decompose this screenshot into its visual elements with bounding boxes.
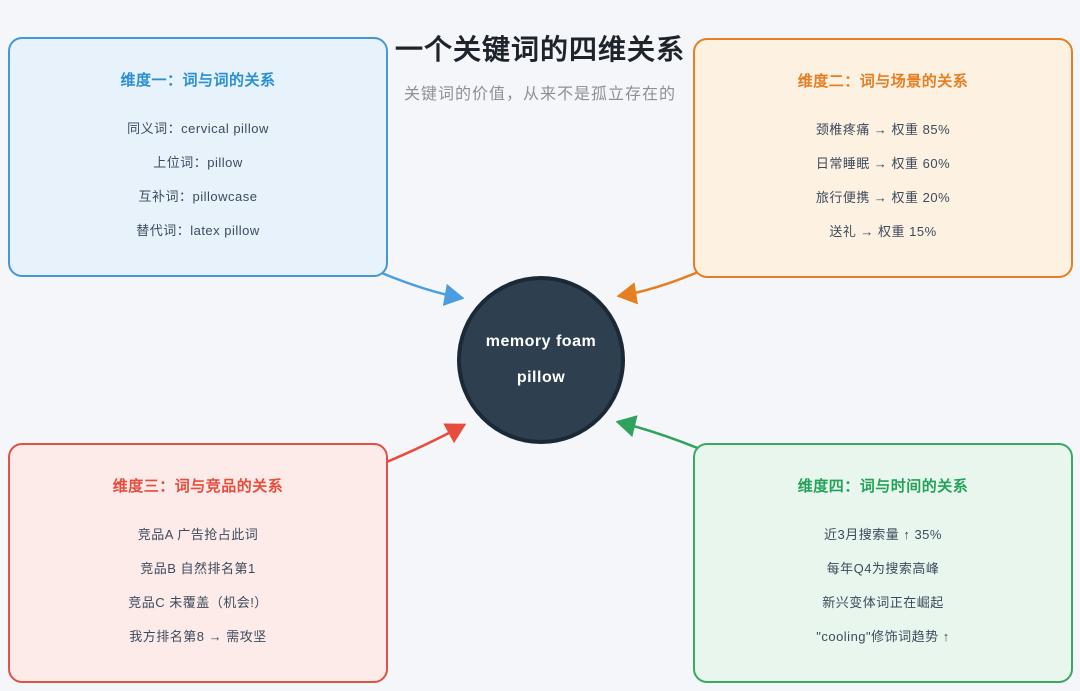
box-item: 日常睡眠 → 权重 60%: [815, 156, 951, 171]
box-item: 竞品A 广告抢占此词: [137, 527, 259, 542]
dimension-4-title: 维度四：词与时间的关系: [797, 478, 969, 495]
box-item: 替代词：latex pillow: [136, 223, 260, 238]
dimension-3-title: 维度三：词与竞品的关系: [112, 478, 284, 495]
center-keyword-node: memory foam pillow: [457, 276, 625, 444]
box-item: 颈椎疼痛 → 权重 85%: [815, 122, 951, 137]
box-item: 我方排名第8 → 需攻坚: [129, 629, 267, 644]
box-item: 新兴变体词正在崛起: [822, 595, 944, 610]
box-item: 互补词：pillowcase: [138, 189, 258, 204]
center-keyword-line2: pillow: [516, 369, 566, 386]
box-item: "cooling"修饰词趋势 ↑: [816, 629, 950, 644]
dimension-box-1: 维度一：词与词的关系 同义词：cervical pillow 上位词：pillo…: [8, 37, 388, 277]
dimension-box-3: 维度三：词与竞品的关系 竞品A 广告抢占此词 竞品B 自然排名第1 竞品C 未覆…: [8, 443, 388, 683]
box-item: 同义词：cervical pillow: [127, 121, 269, 136]
box-item: 上位词：pillow: [153, 155, 243, 170]
dimension-3-items: 竞品A 广告抢占此词 竞品B 自然排名第1 竞品C 未覆盖（机会!） 我方排名第…: [10, 525, 386, 646]
box-item: 旅行便携 → 权重 20%: [815, 190, 951, 205]
box-item: 每年Q4为搜索高峰: [826, 561, 940, 576]
dimension-1-title: 维度一：词与词的关系: [120, 72, 276, 89]
center-keyword-line1: memory foam: [485, 333, 597, 350]
dimension-box-2: 维度二：词与场景的关系 颈椎疼痛 → 权重 85% 日常睡眠 → 权重 60% …: [693, 38, 1073, 278]
dimension-1-items: 同义词：cervical pillow 上位词：pillow 互补词：pillo…: [10, 119, 386, 240]
dimension-2-title: 维度二：词与场景的关系: [797, 73, 969, 90]
box-item: 竞品C 未覆盖（机会!）: [128, 595, 268, 610]
dimension-4-items: 近3月搜索量 ↑ 35% 每年Q4为搜索高峰 新兴变体词正在崛起 "coolin…: [695, 525, 1071, 646]
box-item: 竞品B 自然排名第1: [140, 561, 256, 576]
dimension-2-items: 颈椎疼痛 → 权重 85% 日常睡眠 → 权重 60% 旅行便携 → 权重 20…: [695, 120, 1071, 241]
dimension-box-4: 维度四：词与时间的关系 近3月搜索量 ↑ 35% 每年Q4为搜索高峰 新兴变体词…: [693, 443, 1073, 683]
box-item: 送礼 → 权重 15%: [829, 224, 937, 239]
box-item: 近3月搜索量 ↑ 35%: [824, 527, 942, 542]
